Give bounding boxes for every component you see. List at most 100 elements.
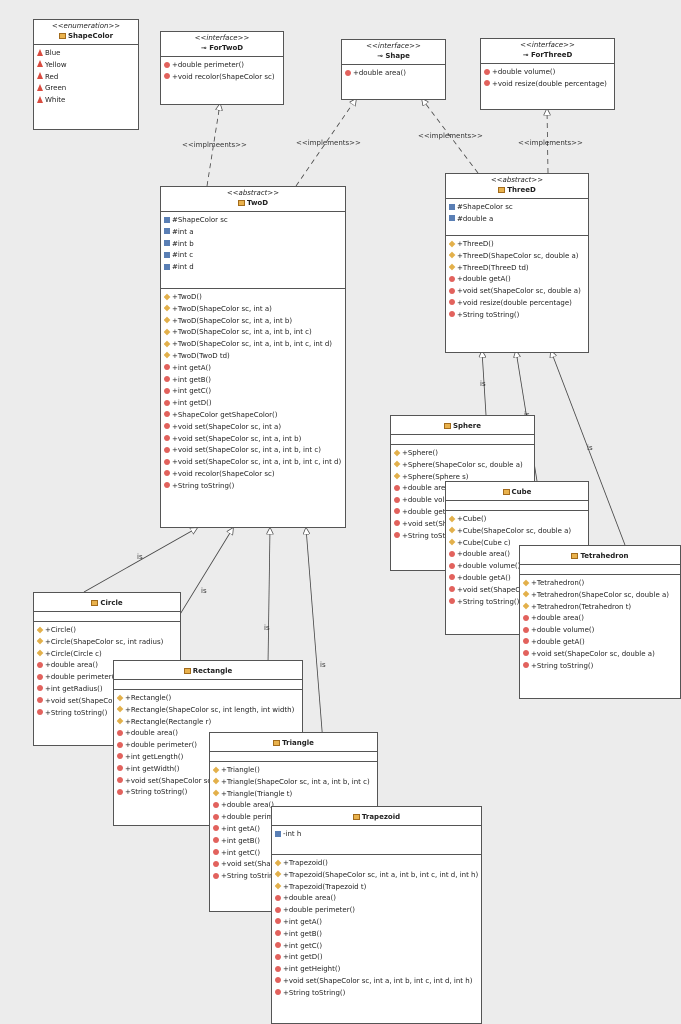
operation: +int getRadius() xyxy=(37,684,177,696)
circle-class-box[interactable]: Circle +Circle()+Circle(ShapeColor sc, i… xyxy=(33,592,181,746)
constructor-icon xyxy=(449,240,456,247)
implements-label-forthreed: <<implements>> xyxy=(518,139,583,147)
constructor-icon xyxy=(37,649,44,657)
method-icon xyxy=(164,482,170,489)
class-name: Circle xyxy=(36,595,178,608)
class-icon xyxy=(444,423,451,429)
constructor: +Triangle(ShapeColor sc, int a, int b, i… xyxy=(213,777,374,789)
twod-abstract-box[interactable]: <<abstract>> TwoD #ShapeColor sc #int a … xyxy=(160,186,346,528)
constructor: +TwoD() xyxy=(164,292,342,304)
method-icon xyxy=(394,532,400,539)
class-name: Cube xyxy=(448,484,586,497)
is-label-rectangle: is xyxy=(201,587,207,595)
class-header: <<interface>> ⊸ ForTwoD xyxy=(161,32,283,57)
operation: +int getB() xyxy=(275,929,478,941)
method-icon xyxy=(449,311,455,318)
forthreed-interface-box[interactable]: <<interface>> ⊸ ForThreeD +double volume… xyxy=(480,38,615,110)
operations: +Cube()+Cube(ShapeColor sc, double a)+Cu… xyxy=(446,511,588,611)
attributes xyxy=(210,752,377,762)
class-name: Trapezoid xyxy=(274,809,479,822)
operation: +double perimeter() xyxy=(117,740,299,752)
operation: +String toString() xyxy=(449,597,585,609)
class-name: ⊸ Shape xyxy=(377,52,410,60)
method-icon xyxy=(449,287,455,294)
method-icon xyxy=(164,399,170,406)
constructor: +ThreeD(ThreeD td) xyxy=(449,263,585,275)
class-name: Sphere xyxy=(393,418,532,431)
class-header: <<interface>> ⊸ ForThreeD xyxy=(481,39,614,64)
constructor-icon xyxy=(394,460,401,468)
constructor: +ThreeD(ShapeColor sc, double a) xyxy=(449,251,585,263)
is-label-triangle: is xyxy=(264,624,270,632)
class-icon xyxy=(273,740,281,746)
class-name: ShapeColor xyxy=(36,31,136,41)
enum-literal: Blue xyxy=(37,48,135,60)
enum-icon xyxy=(58,33,66,39)
operation: +void set(ShapeColor sc, int length, int… xyxy=(117,776,299,788)
method-icon xyxy=(37,697,43,704)
class-header: <<interface>> ⊸ Shape xyxy=(342,40,445,65)
method-icon xyxy=(394,484,400,491)
operation: +int getC() xyxy=(275,941,478,953)
threed-abstract-box[interactable]: <<abstract>> ThreeD #ShapeColor sc #doub… xyxy=(445,173,589,353)
stereotype: <<interface>> xyxy=(194,34,250,42)
operation: +double area() xyxy=(394,483,531,495)
constructor-icon xyxy=(164,352,171,359)
enum-literal: Red xyxy=(37,72,135,84)
constructor: +Rectangle(Rectangle r) xyxy=(117,717,299,729)
operation: +int getB() xyxy=(213,836,374,848)
constructor-icon xyxy=(449,538,456,546)
interface-icon: ⊸ xyxy=(200,44,210,52)
interface-icon: ⊸ xyxy=(377,52,386,60)
constructor-icon xyxy=(164,340,171,348)
method-icon xyxy=(484,68,490,75)
constructor: +Sphere() xyxy=(394,448,531,460)
method-icon xyxy=(164,435,170,442)
constructor-icon xyxy=(213,789,220,797)
class-name: ⊸ ForThreeD xyxy=(522,51,573,59)
method-icon xyxy=(449,586,455,593)
tetrahedron-class-box[interactable]: Tetrahedron +Tetrahedron()+Tetrahedron(S… xyxy=(519,545,681,699)
constructor: +TwoD(TwoD td) xyxy=(164,351,342,363)
operation: +void set(ShapeColor sc, int a, int b) xyxy=(164,434,342,446)
is-label-sphere: is xyxy=(480,380,486,388)
operation: +double getA() xyxy=(523,637,677,649)
method-icon xyxy=(213,813,219,820)
constructor: +ThreeD() xyxy=(449,239,585,251)
operation: +String toString() xyxy=(523,661,677,673)
constructor-icon xyxy=(37,637,44,645)
method-icon xyxy=(394,520,400,527)
method-icon xyxy=(213,860,219,867)
method-icon xyxy=(164,458,170,465)
constructor-icon xyxy=(449,263,456,271)
operation: +double area() xyxy=(523,613,677,625)
method-icon xyxy=(394,508,400,515)
operation: +void set(ShapeColor sc, int a, int b, i… xyxy=(164,445,342,457)
operation: +String toString() xyxy=(117,787,299,799)
operation: +void set(ShapeColor sc, double a) xyxy=(449,286,585,298)
operation: +void set(ShapeColor sc, int a) xyxy=(164,422,342,434)
field-icon xyxy=(164,216,170,223)
attributes: -int h xyxy=(272,826,481,855)
method-icon xyxy=(117,777,123,784)
operation: +int getB() xyxy=(164,375,342,387)
constructor-icon xyxy=(37,626,44,633)
operation: +void recolor(ShapeColor sc) xyxy=(164,469,342,481)
enum-literal: Green xyxy=(37,83,135,95)
fortwod-interface-box[interactable]: <<interface>> ⊸ ForTwoD +double perimete… xyxy=(160,31,284,105)
shapecolor-enum-box[interactable]: <<enumeration>> ShapeColor Blue Yellow R… xyxy=(33,19,139,130)
constructor: +Circle() xyxy=(37,625,177,637)
operation: +double area() xyxy=(449,549,585,561)
method-icon xyxy=(213,825,219,832)
stereotype: <<abstract>> xyxy=(490,176,544,184)
trapezoid-class-box[interactable]: Trapezoid -int h +Trapezoid()+Trapezoid(… xyxy=(271,806,482,1024)
operation: +double area() xyxy=(213,800,374,812)
constructor-icon xyxy=(275,870,282,878)
method-icon xyxy=(449,574,455,581)
class-header: <<enumeration>> ShapeColor xyxy=(34,20,138,45)
method-icon xyxy=(275,930,281,937)
operation: +String toString() xyxy=(164,481,342,493)
enum-literal: Yellow xyxy=(37,60,135,72)
shape-interface-box[interactable]: <<interface>> ⊸ Shape +double area() xyxy=(341,39,446,100)
method-icon xyxy=(345,69,351,76)
